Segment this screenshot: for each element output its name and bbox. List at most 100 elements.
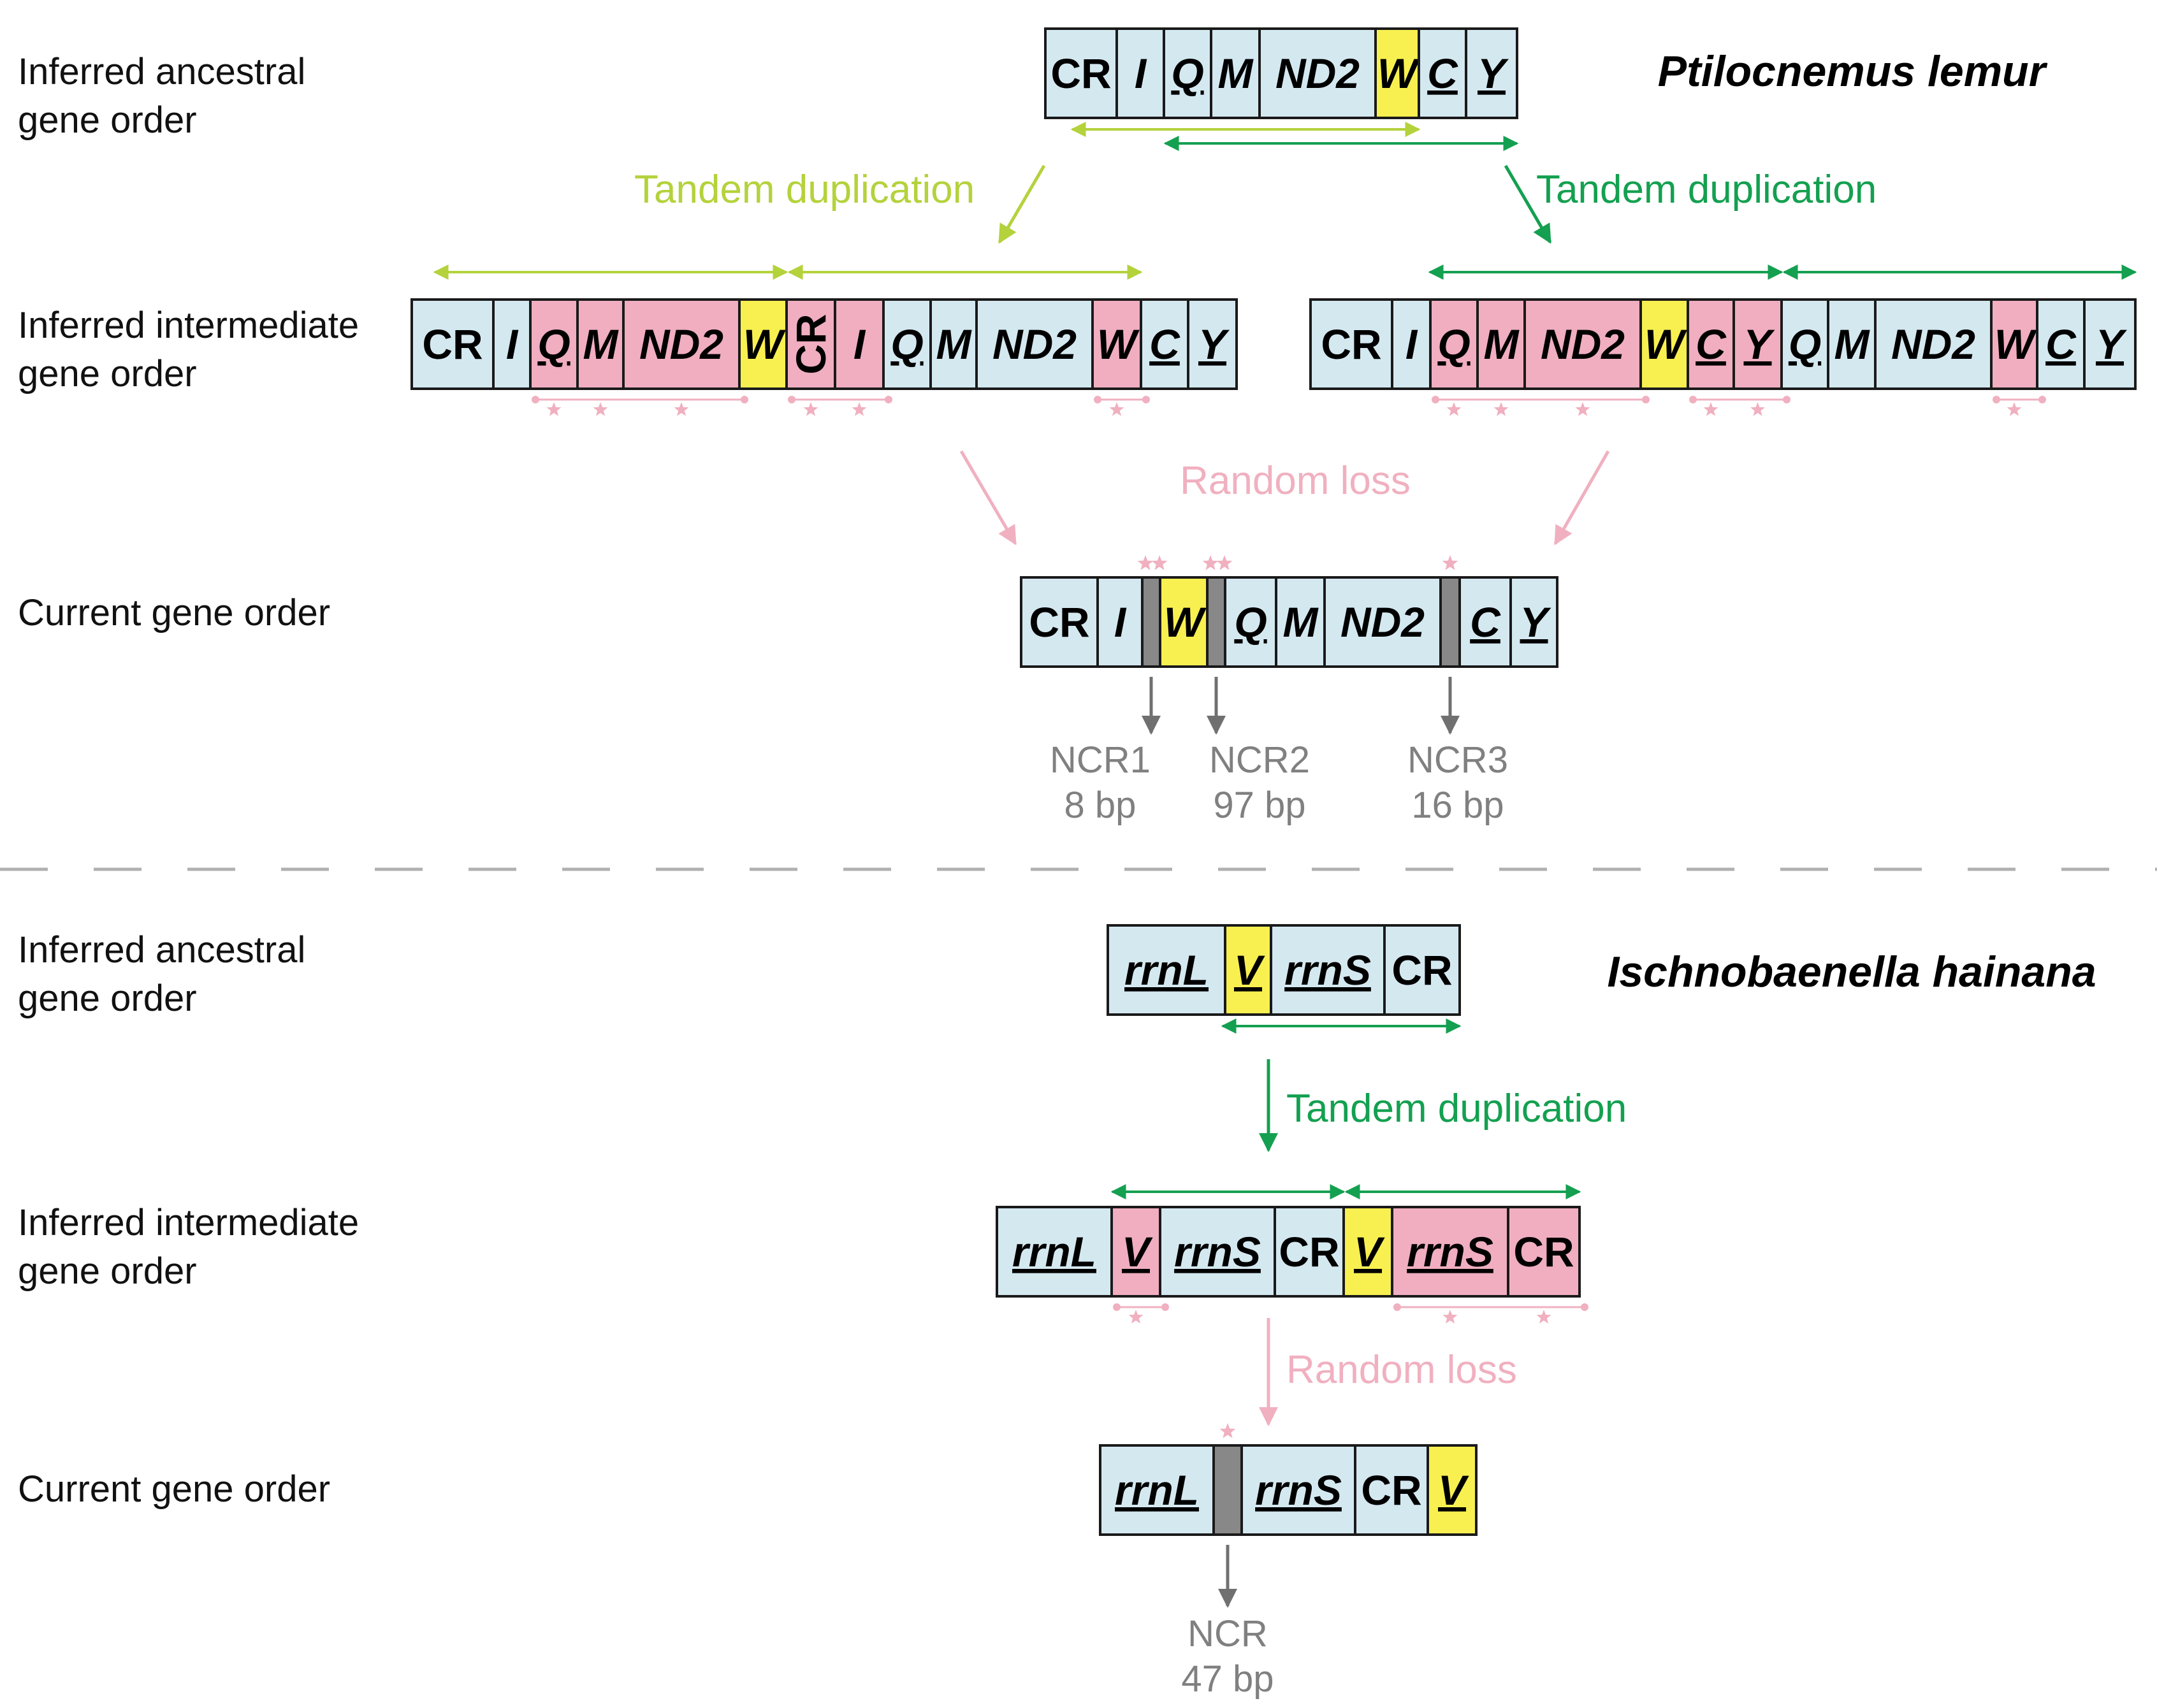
gene-label: rrnS [1174, 1228, 1261, 1275]
gene-label: Y [1478, 50, 1509, 97]
ncr-block [1206, 576, 1226, 668]
gene-label: Q [1234, 598, 1267, 646]
gene-block: rrnS [1159, 1206, 1276, 1298]
species-name: Ischnobaenella hainana [1607, 948, 2096, 996]
gene-block: C [1687, 298, 1735, 390]
gene-label: I [506, 321, 519, 368]
gene-label: V [1122, 1228, 1153, 1275]
ncr-block [1141, 576, 1161, 668]
loss-star-icon [1536, 1310, 1551, 1324]
gene-label: M [583, 321, 620, 368]
gene-block: I [1096, 576, 1144, 668]
loss-star-icon [1493, 402, 1509, 416]
ncr-block [1439, 576, 1461, 668]
gene-block: rrnS [1270, 924, 1386, 1016]
gene-label: CR [1279, 1228, 1339, 1275]
ncr-name: NCR [1187, 1613, 1268, 1654]
gene-label: Q [1171, 50, 1203, 97]
gene-label: M [1484, 321, 1520, 368]
loss-star-icon [1137, 555, 1154, 570]
gene-label: ND2 [639, 321, 723, 368]
gene-block: W [738, 298, 788, 390]
gene-block: Q [1780, 298, 1829, 390]
gene-label: ND2 [1541, 321, 1625, 368]
gene-label: Q [890, 321, 923, 368]
gene-block: C [2036, 298, 2086, 390]
loss-star-icon [1219, 1423, 1236, 1438]
gene-block: ND2 [975, 298, 1094, 390]
gene-label: C [1149, 321, 1180, 368]
gene-label: W [1994, 321, 2037, 368]
tandem-duplication-label: Tandem duplication [1286, 1087, 1627, 1131]
gene-label: rrnL [1124, 946, 1209, 994]
loss-candidate-bracket [788, 396, 892, 403]
gene-block: Q [1163, 27, 1212, 119]
gene-label: CR [1050, 50, 1111, 97]
ncr1-size: 8 bp [1064, 785, 1137, 826]
gene-block: Y [1187, 298, 1238, 390]
gene-label: Q [537, 321, 570, 368]
loss-star-icon [546, 402, 562, 416]
random-loss-arrow-left [959, 450, 1017, 546]
gene-label: ND2 [1275, 50, 1360, 97]
gene-block: rrnL [1099, 1444, 1215, 1536]
gene-block: W [1091, 298, 1142, 390]
gene-block: CR [1044, 27, 1118, 119]
loss-star-icon [803, 402, 818, 416]
gene-block: C [1418, 27, 1467, 119]
loss-star-icon [1750, 402, 1765, 416]
gene-label: rrnL [1115, 1466, 1199, 1514]
gene-label: ND2 [992, 321, 1077, 368]
loss-star-icon [1216, 555, 1233, 570]
gene-label: Y [1520, 598, 1551, 646]
gene-block: M [1210, 27, 1261, 119]
gene-block: rrnL [1107, 924, 1226, 1016]
gene-block: Q [529, 298, 579, 390]
loss-star-icon [593, 402, 608, 416]
ncr2-name: NCR2 [1209, 739, 1310, 781]
gene-block: ND2 [1323, 576, 1442, 668]
panel-ptilocnemus: Ptilocnemus lemur Inferred ancestral gen… [18, 27, 2137, 826]
current-gene-strip: rrnL rrnS CR V [1099, 1423, 1478, 1536]
row-label-intermediate-line2: gene order [18, 353, 197, 394]
gene-block: rrnS [1240, 1444, 1356, 1536]
loss-candidate-bracket [1094, 396, 1150, 403]
gene-label: CR [1513, 1228, 1574, 1275]
random-loss-label: Random loss [1180, 459, 1411, 503]
ncr2-size: 97 bp [1213, 785, 1305, 826]
gene-block: CR [1020, 576, 1099, 668]
gene-block: W [1374, 27, 1420, 119]
gene-block: Y [2083, 298, 2137, 390]
gene-block: M [1275, 576, 1326, 668]
tandem-duplication-label-right: Tandem duplication [1536, 168, 1877, 212]
gene-label: rrnS [1255, 1466, 1342, 1514]
gene-label: Q [1437, 321, 1470, 368]
gene-block: V [1110, 1206, 1161, 1298]
gene-label: I [1135, 50, 1147, 97]
gene-label: V [1438, 1466, 1469, 1514]
gene-label: V [1354, 1228, 1385, 1275]
random-loss-label: Random loss [1286, 1348, 1517, 1392]
gene-block: Y [1465, 27, 1518, 119]
random-loss-arrow-right [1553, 450, 1610, 546]
gene-block: ND2 [1258, 27, 1377, 119]
gene-label: rrnL [1012, 1228, 1096, 1275]
gene-block: Q [1429, 298, 1479, 390]
gene-block: Y [1732, 298, 1783, 390]
panel-ischnobaenella: Ischnobaenella hainana Inferred ancestra… [18, 924, 2096, 1700]
gene-label: W [1164, 598, 1207, 646]
gene-block: M [576, 298, 625, 390]
gene-label: CR [1029, 598, 1089, 646]
gene-label: Q [1789, 321, 1821, 368]
gene-block: rrnL [996, 1206, 1113, 1298]
gene-block: ND2 [1874, 298, 1993, 390]
gene-label: I [853, 321, 866, 368]
row-label-current: Current gene order [18, 1468, 330, 1510]
gene-label: CR [1361, 1466, 1421, 1514]
tandem-duplication-label-left: Tandem duplication [634, 168, 975, 212]
gene-block: CR [1309, 298, 1393, 390]
row-label-ancestral-line2: gene order [18, 99, 197, 141]
row-label-intermediate-line1: Inferred intermediate [18, 1202, 359, 1243]
